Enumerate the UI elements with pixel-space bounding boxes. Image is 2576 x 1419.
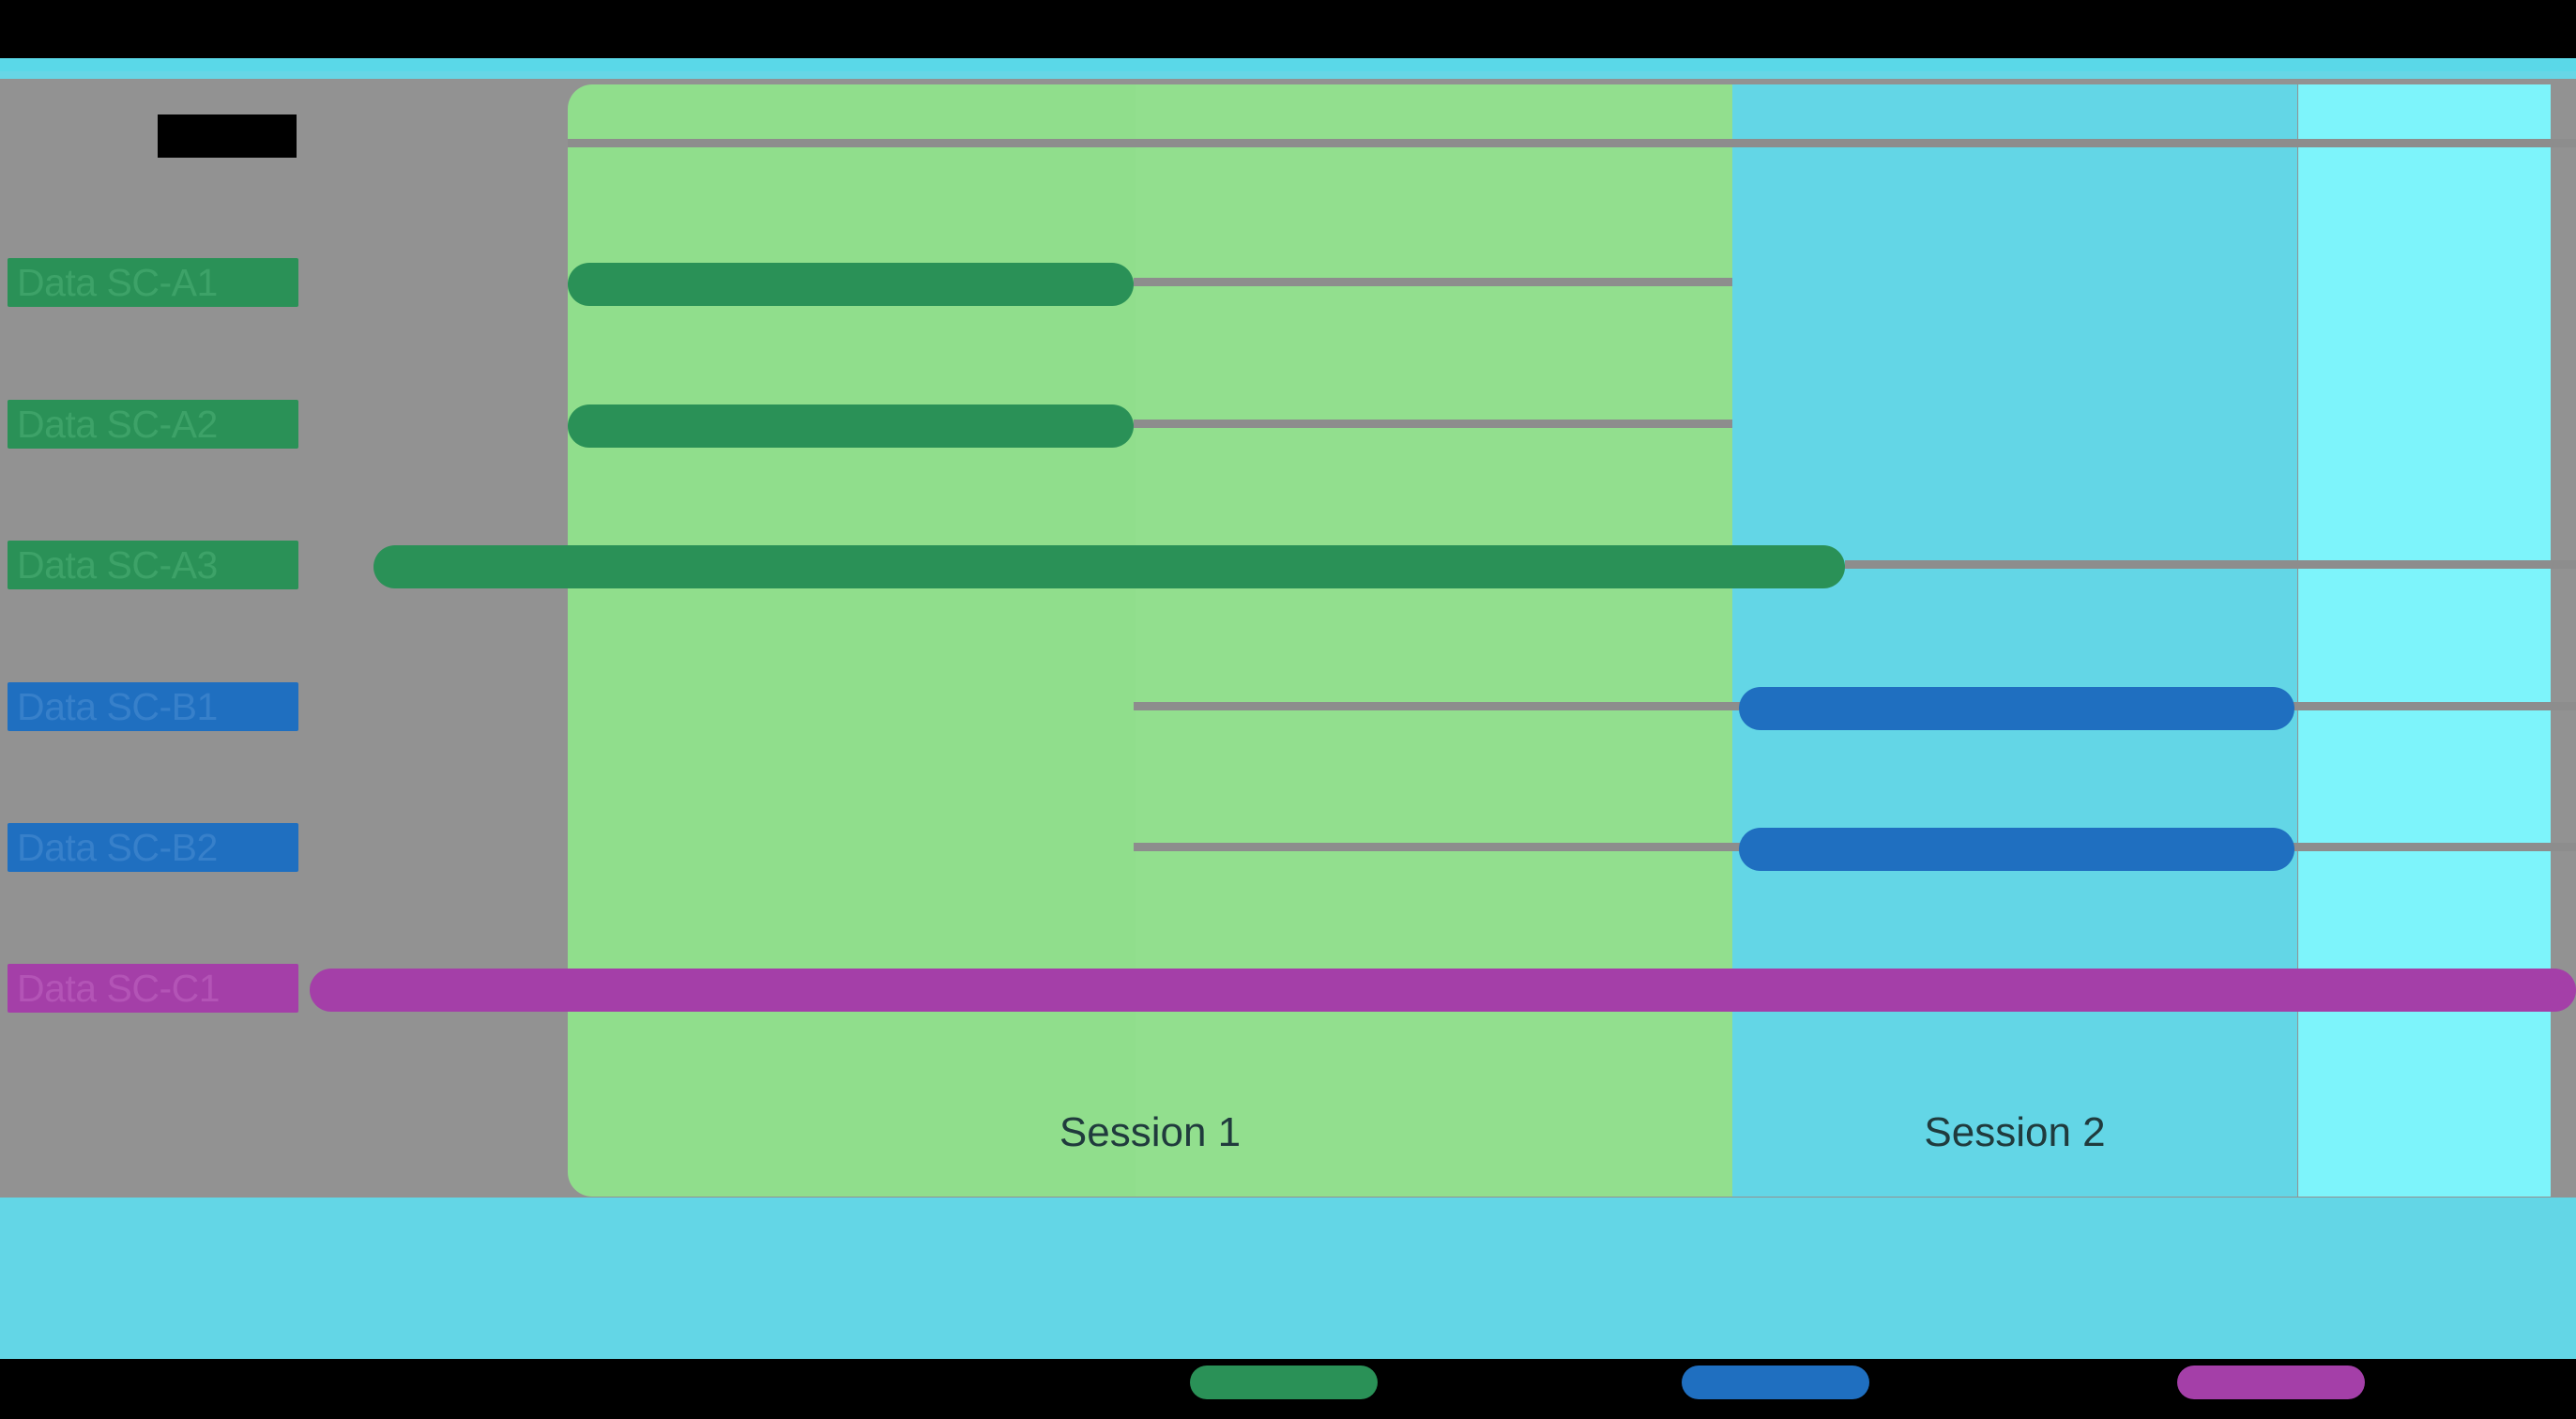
axis-label-data-sc-a3[interactable]: Data SC-A3 xyxy=(8,541,298,589)
axis-label-text: Data SC-A2 xyxy=(17,403,218,446)
session-band-1 xyxy=(568,84,1136,1197)
top-banner-rule xyxy=(0,58,2576,71)
axis-label-text: Data SC-B1 xyxy=(17,685,218,728)
footer-banner xyxy=(0,1198,2576,1359)
gridline-row-0 xyxy=(568,139,2576,147)
gridline-row-2 xyxy=(1134,420,1732,428)
legend-swatch-green xyxy=(1190,1366,1378,1399)
axis-label-data-sc-a2[interactable]: Data SC-A2 xyxy=(8,400,298,449)
chart-title-redacted xyxy=(158,114,297,158)
axis-label-text: Data SC-A1 xyxy=(17,261,218,304)
gridline-row-3 xyxy=(1845,560,2576,569)
axis-label-text: Data SC-A3 xyxy=(17,543,218,587)
task-bar-data-sc-a1[interactable] xyxy=(568,263,1134,306)
task-bar-data-sc-a3[interactable] xyxy=(373,545,1845,588)
gridline-row-1 xyxy=(1134,278,1732,286)
legend-item-group-a[interactable] xyxy=(1190,1366,1378,1399)
task-bar-data-sc-c1[interactable] xyxy=(310,969,2576,1012)
session-1-caption: Session 1 xyxy=(568,1100,1732,1166)
axis-label-data-sc-a1[interactable]: Data SC-A1 xyxy=(8,258,298,307)
session-band-1-continued xyxy=(1136,84,1732,1197)
top-banner-rule-secondary xyxy=(0,71,2576,79)
session-2-caption: Session 2 xyxy=(1732,1100,2297,1166)
axis-label-text: Data SC-B2 xyxy=(17,826,218,869)
task-bar-data-sc-b2[interactable] xyxy=(1739,828,2294,871)
task-bar-data-sc-a2[interactable] xyxy=(568,404,1134,448)
legend-swatch-blue xyxy=(1682,1366,1869,1399)
legend-item-group-c[interactable] xyxy=(2177,1366,2365,1399)
session-1-caption-text: Session 1 xyxy=(1059,1109,1242,1155)
axis-label-text: Data SC-C1 xyxy=(17,967,221,1010)
session-band-3 xyxy=(2298,84,2551,1197)
axis-label-data-sc-b2[interactable]: Data SC-B2 xyxy=(8,823,298,872)
axis-label-data-sc-c1[interactable]: Data SC-C1 xyxy=(8,964,298,1013)
session-2-caption-text: Session 2 xyxy=(1924,1109,2106,1155)
legend-item-group-b[interactable] xyxy=(1682,1366,1869,1399)
legend-swatch-purple xyxy=(2177,1366,2365,1399)
top-redaction-bar xyxy=(0,0,2576,58)
task-bar-data-sc-b1[interactable] xyxy=(1739,687,2294,730)
session-band-2 xyxy=(1732,84,2297,1197)
axis-label-data-sc-b1[interactable]: Data SC-B1 xyxy=(8,682,298,731)
